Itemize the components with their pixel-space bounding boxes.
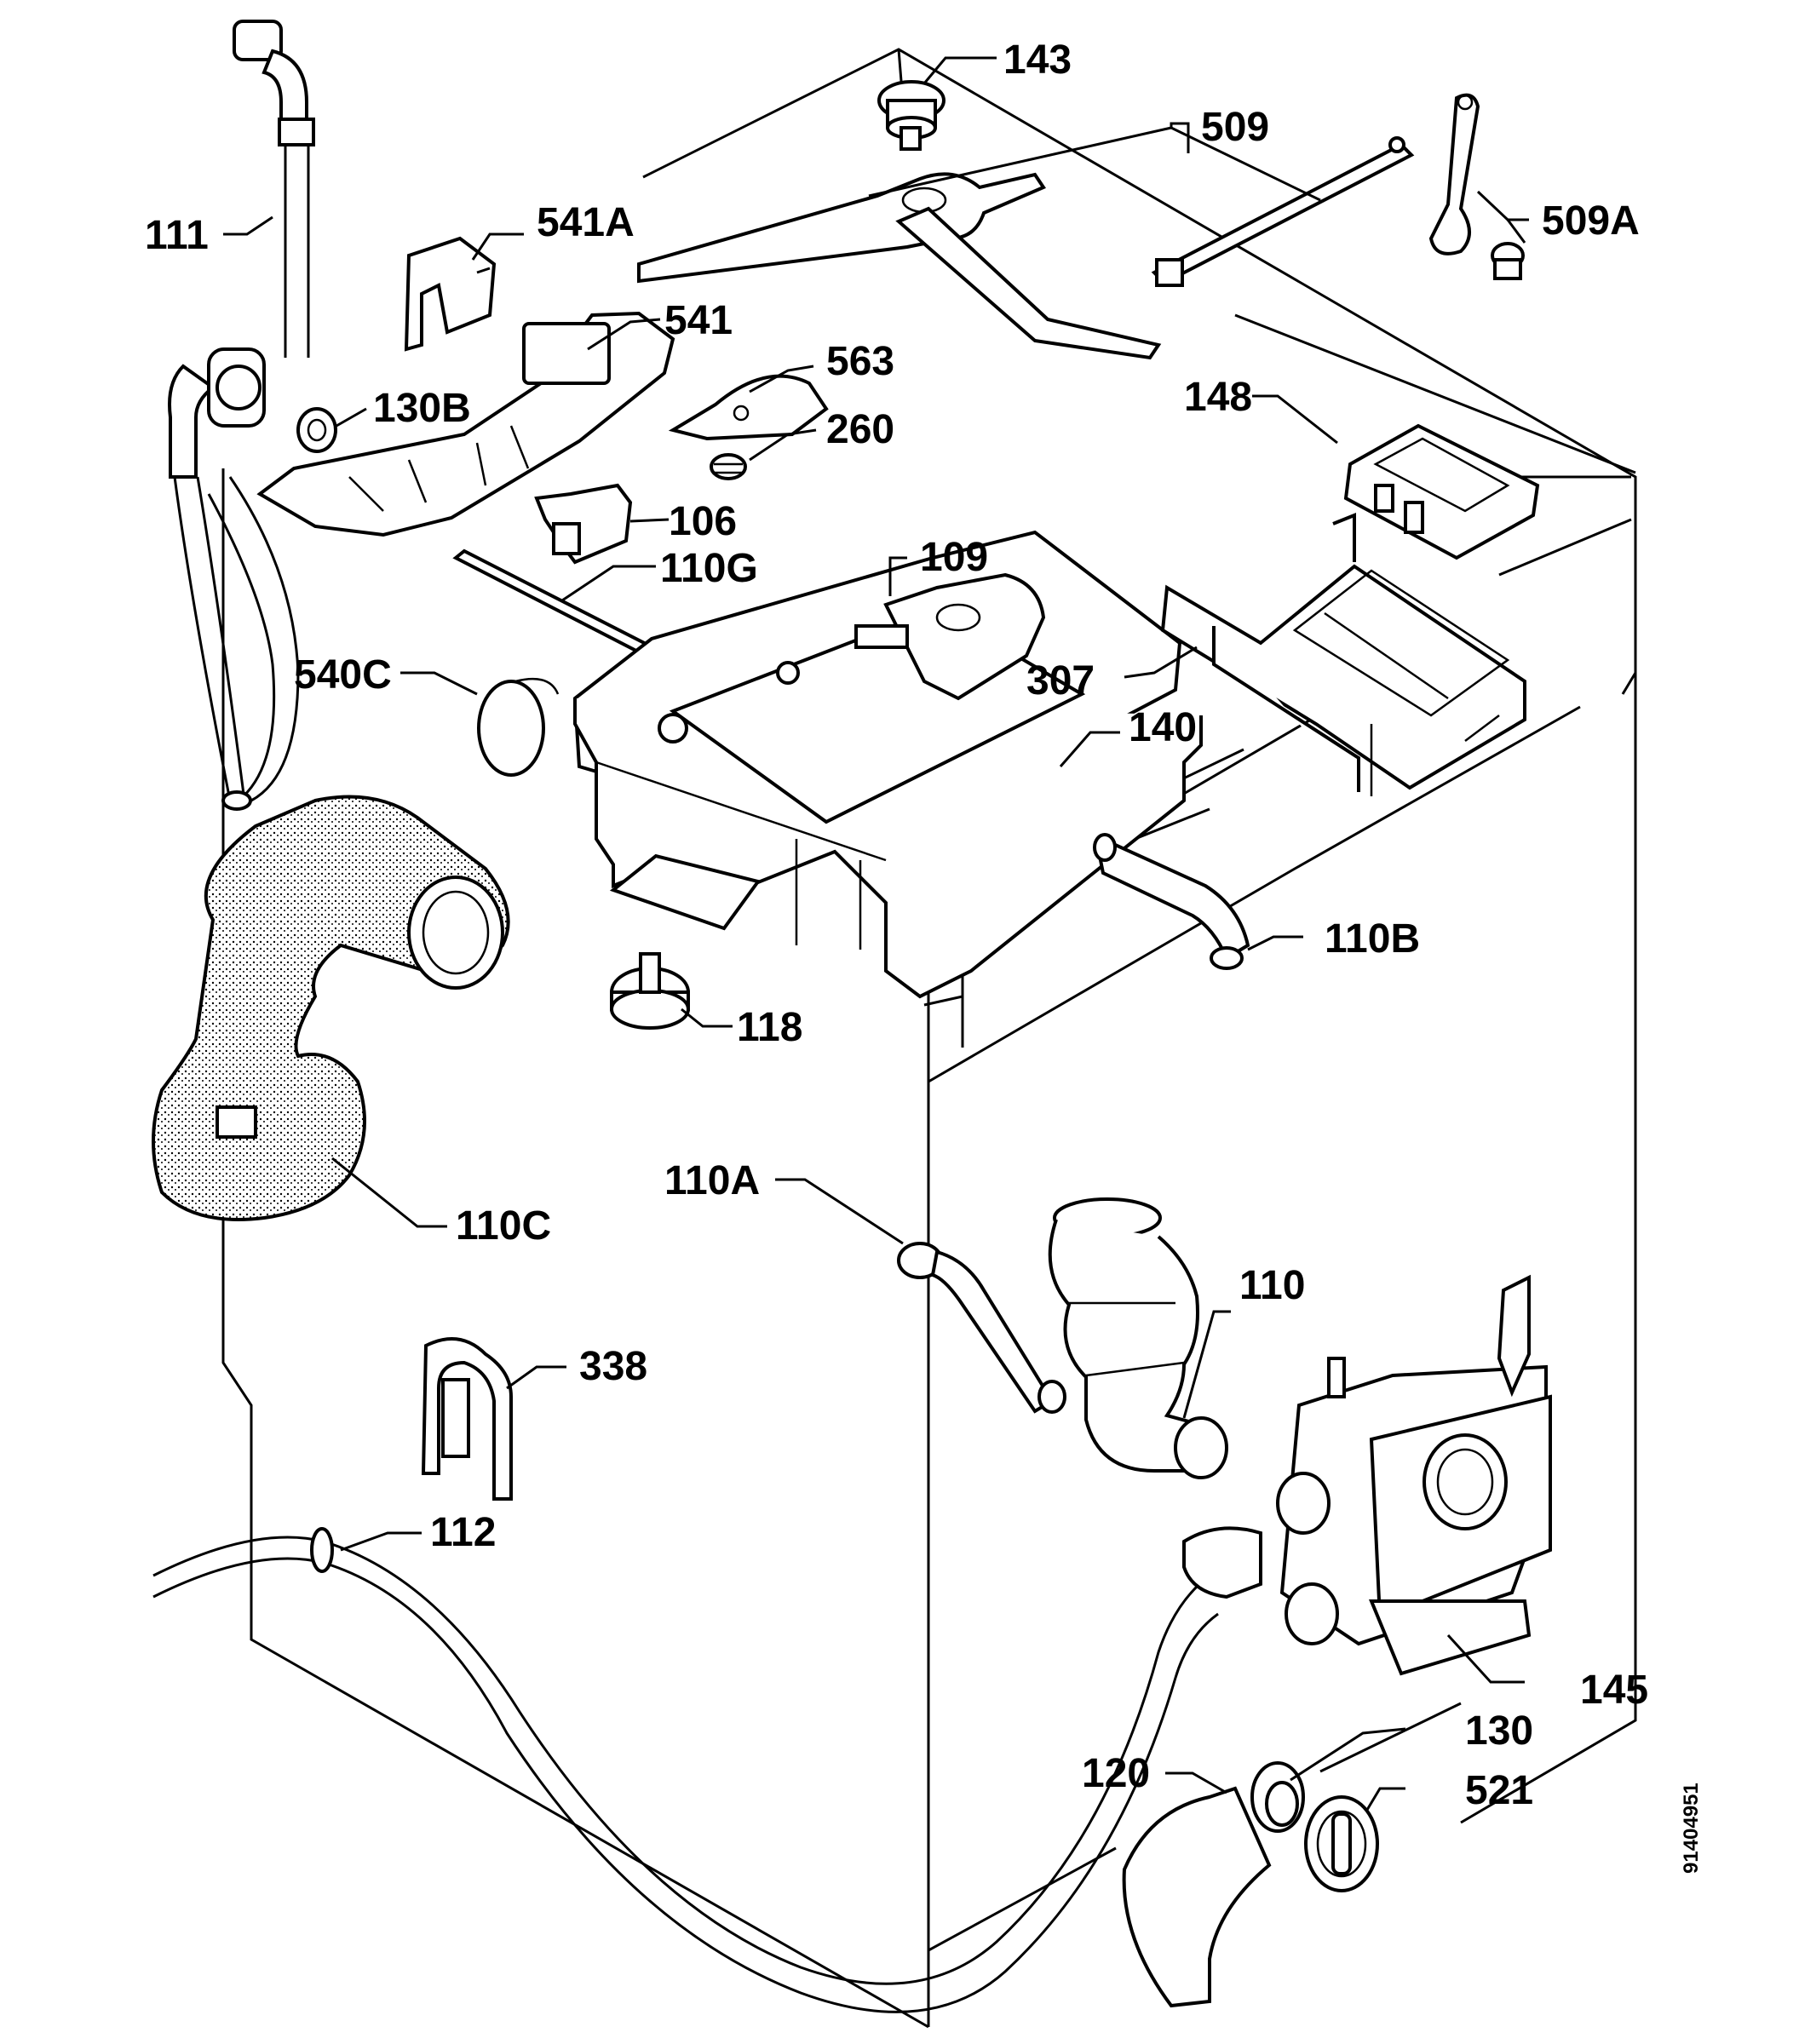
- label-110: 110: [1239, 1263, 1305, 1308]
- label-521: 521: [1465, 1768, 1533, 1813]
- label-109: 109: [920, 535, 988, 580]
- label-130B: 130B: [373, 386, 471, 431]
- label-118: 118: [737, 1005, 802, 1050]
- part-106-catch: [534, 483, 633, 565]
- part-111-inlet-hose: [168, 20, 315, 811]
- part-130-seal: [1265, 1781, 1299, 1827]
- part-563-cover: [668, 374, 829, 441]
- label-110A: 110A: [664, 1158, 760, 1203]
- label-563: 563: [826, 339, 894, 384]
- part-labels: 111 541A 541 130B 143 509 509A 563 260 1…: [145, 37, 1703, 1874]
- part-307-drawer: [1160, 513, 1526, 796]
- part-110A-hose: [897, 1242, 1066, 1414]
- label-148: 148: [1184, 375, 1252, 420]
- part-118-gear: [610, 952, 690, 1030]
- cabinet-outline: [221, 48, 1637, 2029]
- part-509A-link: [1428, 93, 1525, 280]
- label-509: 509: [1201, 105, 1269, 150]
- label-540C: 540C: [294, 652, 392, 698]
- label-110B: 110B: [1325, 916, 1420, 962]
- label-120: 120: [1082, 1751, 1150, 1796]
- label-110G: 110G: [660, 546, 758, 591]
- part-130B-seal: [296, 407, 337, 453]
- label-143: 143: [1003, 37, 1072, 83]
- part-143-knob: [877, 80, 945, 151]
- part-148-cover: [1343, 423, 1540, 560]
- part-540C-cap: [477, 677, 560, 777]
- part-260-spring: [710, 453, 747, 480]
- label-145: 145: [1580, 1668, 1648, 1713]
- part-145-pump: [1182, 1274, 1552, 1676]
- label-338: 338: [579, 1344, 647, 1389]
- leader-lines: [223, 56, 1529, 1811]
- drawing-code: 91404951: [1680, 1783, 1703, 1874]
- label-111: 111: [145, 213, 209, 258]
- label-112: 112: [430, 1510, 496, 1555]
- label-541: 541: [664, 298, 733, 343]
- part-338-clip: [421, 1337, 513, 1501]
- part-109-pressure-chamber: [854, 572, 1046, 701]
- part-110B-hose: [1093, 833, 1250, 970]
- part-110-bellow: [1048, 1197, 1228, 1479]
- part-541-bracket: [256, 311, 675, 537]
- part-509-lever: [637, 136, 1415, 360]
- label-110C: 110C: [456, 1203, 551, 1249]
- label-106: 106: [669, 499, 737, 544]
- label-541A: 541A: [537, 200, 635, 245]
- part-112-drain-hose: [152, 1527, 1219, 2013]
- label-140: 140: [1129, 705, 1197, 750]
- label-307: 307: [1026, 658, 1095, 703]
- part-110C-bellow: [152, 795, 510, 1221]
- part-541A-clip: [404, 236, 497, 352]
- label-509A: 509A: [1542, 198, 1640, 244]
- part-521-cap: [1304, 1795, 1379, 1892]
- part-140-dispenser-housing: [572, 530, 1203, 999]
- label-130: 130: [1465, 1708, 1533, 1754]
- label-260: 260: [826, 407, 894, 452]
